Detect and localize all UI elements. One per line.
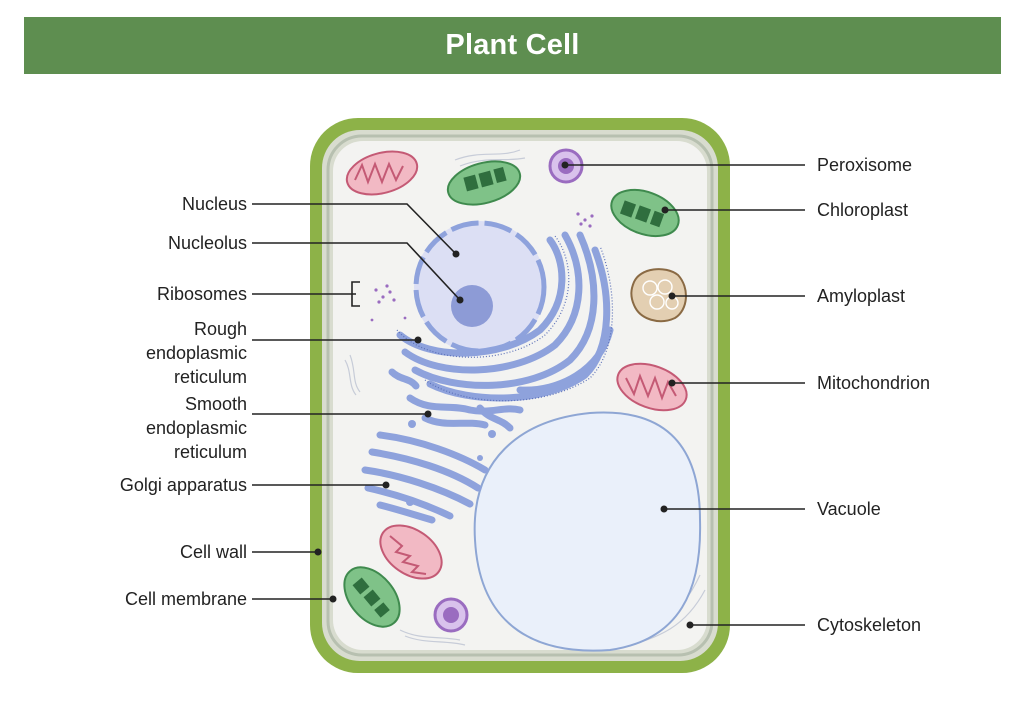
peroxisome-bottom: [435, 599, 467, 631]
label-cell-wall: Cell wall: [180, 542, 247, 562]
label-rough-er-line1: Rough: [194, 319, 247, 339]
label-vacuole: Vacuole: [817, 499, 881, 519]
label-rough-er-line3: reticulum: [174, 367, 247, 387]
label-smooth-er-line3: reticulum: [174, 442, 247, 462]
label-smooth-er-line1: Smooth: [185, 394, 247, 414]
label-rough-er-line2: endoplasmic: [146, 343, 247, 363]
label-amyloplast: Amyloplast: [817, 286, 905, 306]
amyloplast: [631, 269, 686, 321]
label-nucleus: Nucleus: [182, 194, 247, 214]
label-golgi: Golgi apparatus: [120, 475, 247, 495]
label-smooth-er-line2: endoplasmic: [146, 418, 247, 438]
label-cell-membrane: Cell membrane: [125, 589, 247, 609]
nucleolus: [451, 285, 493, 327]
label-ribosomes: Ribosomes: [157, 284, 247, 304]
label-cytoskeleton: Cytoskeleton: [817, 615, 921, 635]
label-peroxisome: Peroxisome: [817, 155, 912, 175]
label-nucleolus: Nucleolus: [168, 233, 247, 253]
vacuole: [475, 412, 700, 650]
label-mitochondrion: Mitochondrion: [817, 373, 930, 393]
label-chloroplast: Chloroplast: [817, 200, 908, 220]
